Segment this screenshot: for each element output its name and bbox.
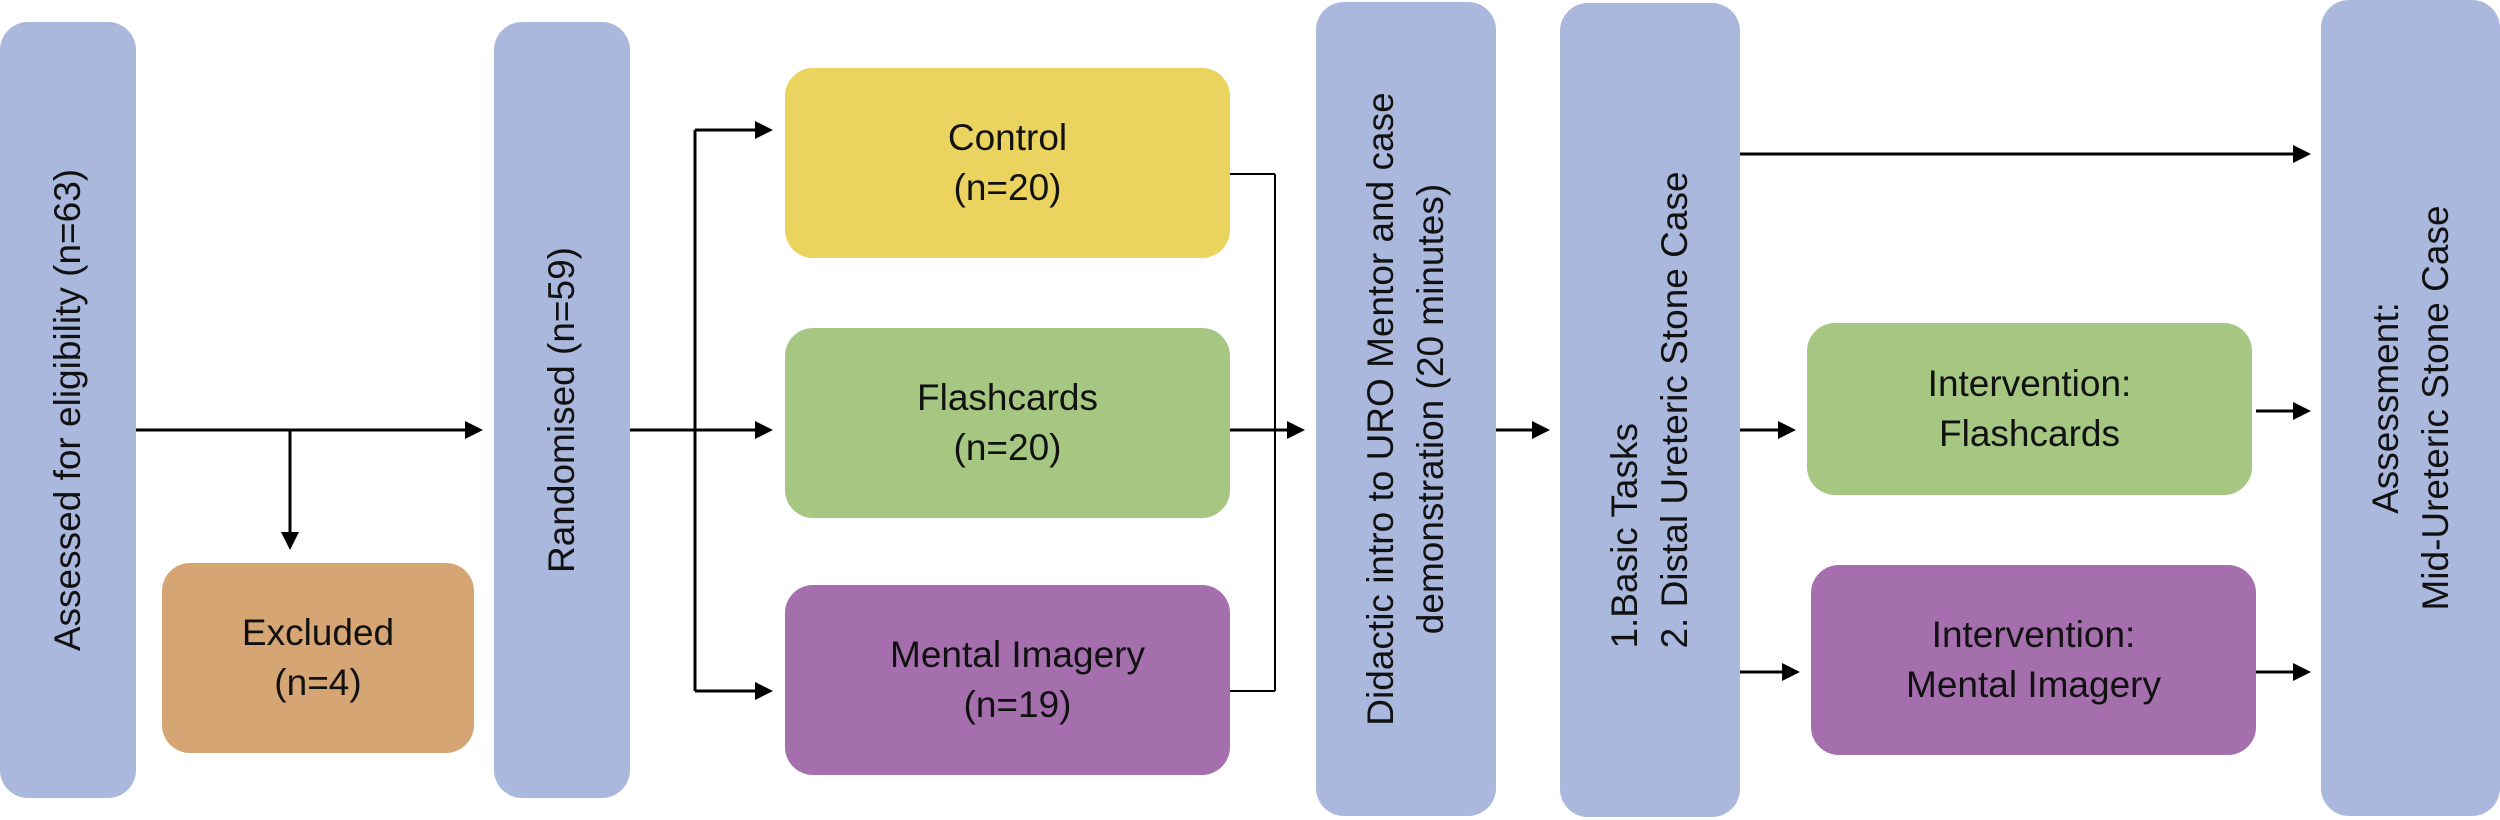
- randomised-stage: Randomised (n=59): [494, 22, 630, 798]
- control-group-box: Control (n=20): [785, 68, 1230, 258]
- excluded-box: Excluded (n=4): [162, 563, 474, 753]
- didactic-stage: Didactic intro to URO Mentor and case de…: [1316, 2, 1496, 816]
- flashcards-intervention-title: Intervention:: [1927, 363, 2132, 405]
- flashcards-intervention-box: Intervention: Flashcards: [1807, 323, 2252, 495]
- flashcards-count: (n=20): [953, 427, 1062, 468]
- mental-imagery-intervention-title: Intervention:: [1931, 614, 2136, 656]
- flashcards-group-box: Flashcards (n=20): [785, 328, 1230, 518]
- mental-imagery-intervention-box: Intervention: Mental Imagery: [1811, 565, 2256, 755]
- mental-imagery-title: Mental Imagery: [890, 634, 1145, 676]
- eligibility-stage: Assessed for eligibility (n=63): [0, 22, 136, 798]
- excluded-count: (n=4): [274, 662, 362, 703]
- mental-imagery-group-box: Mental Imagery (n=19): [785, 585, 1230, 775]
- flashcards-title: Flashcards: [917, 377, 1098, 419]
- flashcards-intervention-subtitle: Flashcards: [1939, 413, 2120, 454]
- control-count: (n=20): [953, 167, 1062, 208]
- tasks-stage: 1.Basic Tasks 2. Distal Ureteric Stone C…: [1560, 3, 1740, 817]
- control-title: Control: [947, 117, 1068, 159]
- excluded-title: Excluded: [241, 612, 395, 654]
- assessment-stage: Assessment: Mid-Ureteric Stone Case: [2321, 0, 2500, 816]
- mental-imagery-intervention-subtitle: Mental Imagery: [1906, 664, 2161, 705]
- mental-imagery-count: (n=19): [963, 684, 1072, 725]
